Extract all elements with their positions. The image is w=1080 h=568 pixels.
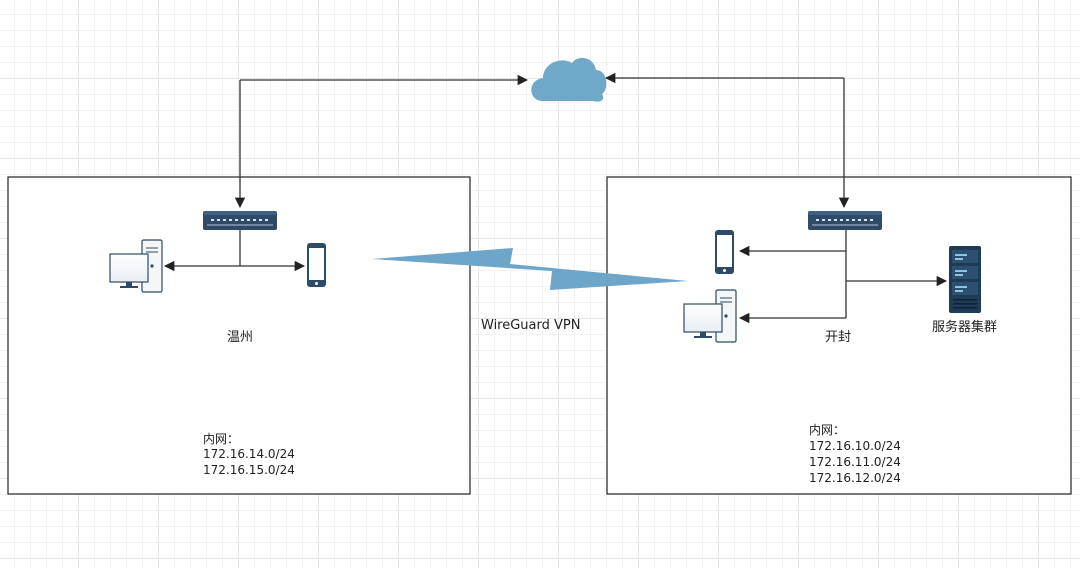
subnet-entry: 172.16.15.0/24: [203, 463, 295, 477]
subnet-entry: 172.16.11.0/24: [809, 455, 901, 469]
subnet-entry: 172.16.10.0/24: [809, 439, 901, 453]
kaifeng-lan-links: [738, 230, 948, 324]
subnet-entry: 172.16.12.0/24: [809, 471, 901, 485]
site-name-wenzhou: 温州: [227, 330, 253, 345]
wenzhou-lan-links: [163, 230, 306, 272]
switch-icon: [203, 211, 277, 230]
mobile-phone-icon: [307, 243, 326, 287]
server-cluster-label: 服务器集群: [932, 319, 997, 335]
switch-icon: [808, 211, 882, 230]
internet-links: [234, 72, 850, 209]
desktop-computer-icon: [683, 289, 737, 343]
desktop-computer-icon: [109, 239, 163, 293]
vpn-tunnel-bolt-icon: [372, 248, 688, 290]
intranet-title: 内网：: [809, 423, 845, 437]
vpn-label: WireGuard VPN: [481, 318, 580, 333]
mobile-phone-icon: [715, 230, 734, 274]
site-name-kaifeng: 开封: [825, 330, 851, 345]
server-rack-icon: [949, 246, 981, 313]
internet-cloud-icon: [531, 57, 607, 102]
subnet-entry: 172.16.14.0/24: [203, 447, 295, 461]
intranet-title: 内网：: [203, 432, 239, 446]
